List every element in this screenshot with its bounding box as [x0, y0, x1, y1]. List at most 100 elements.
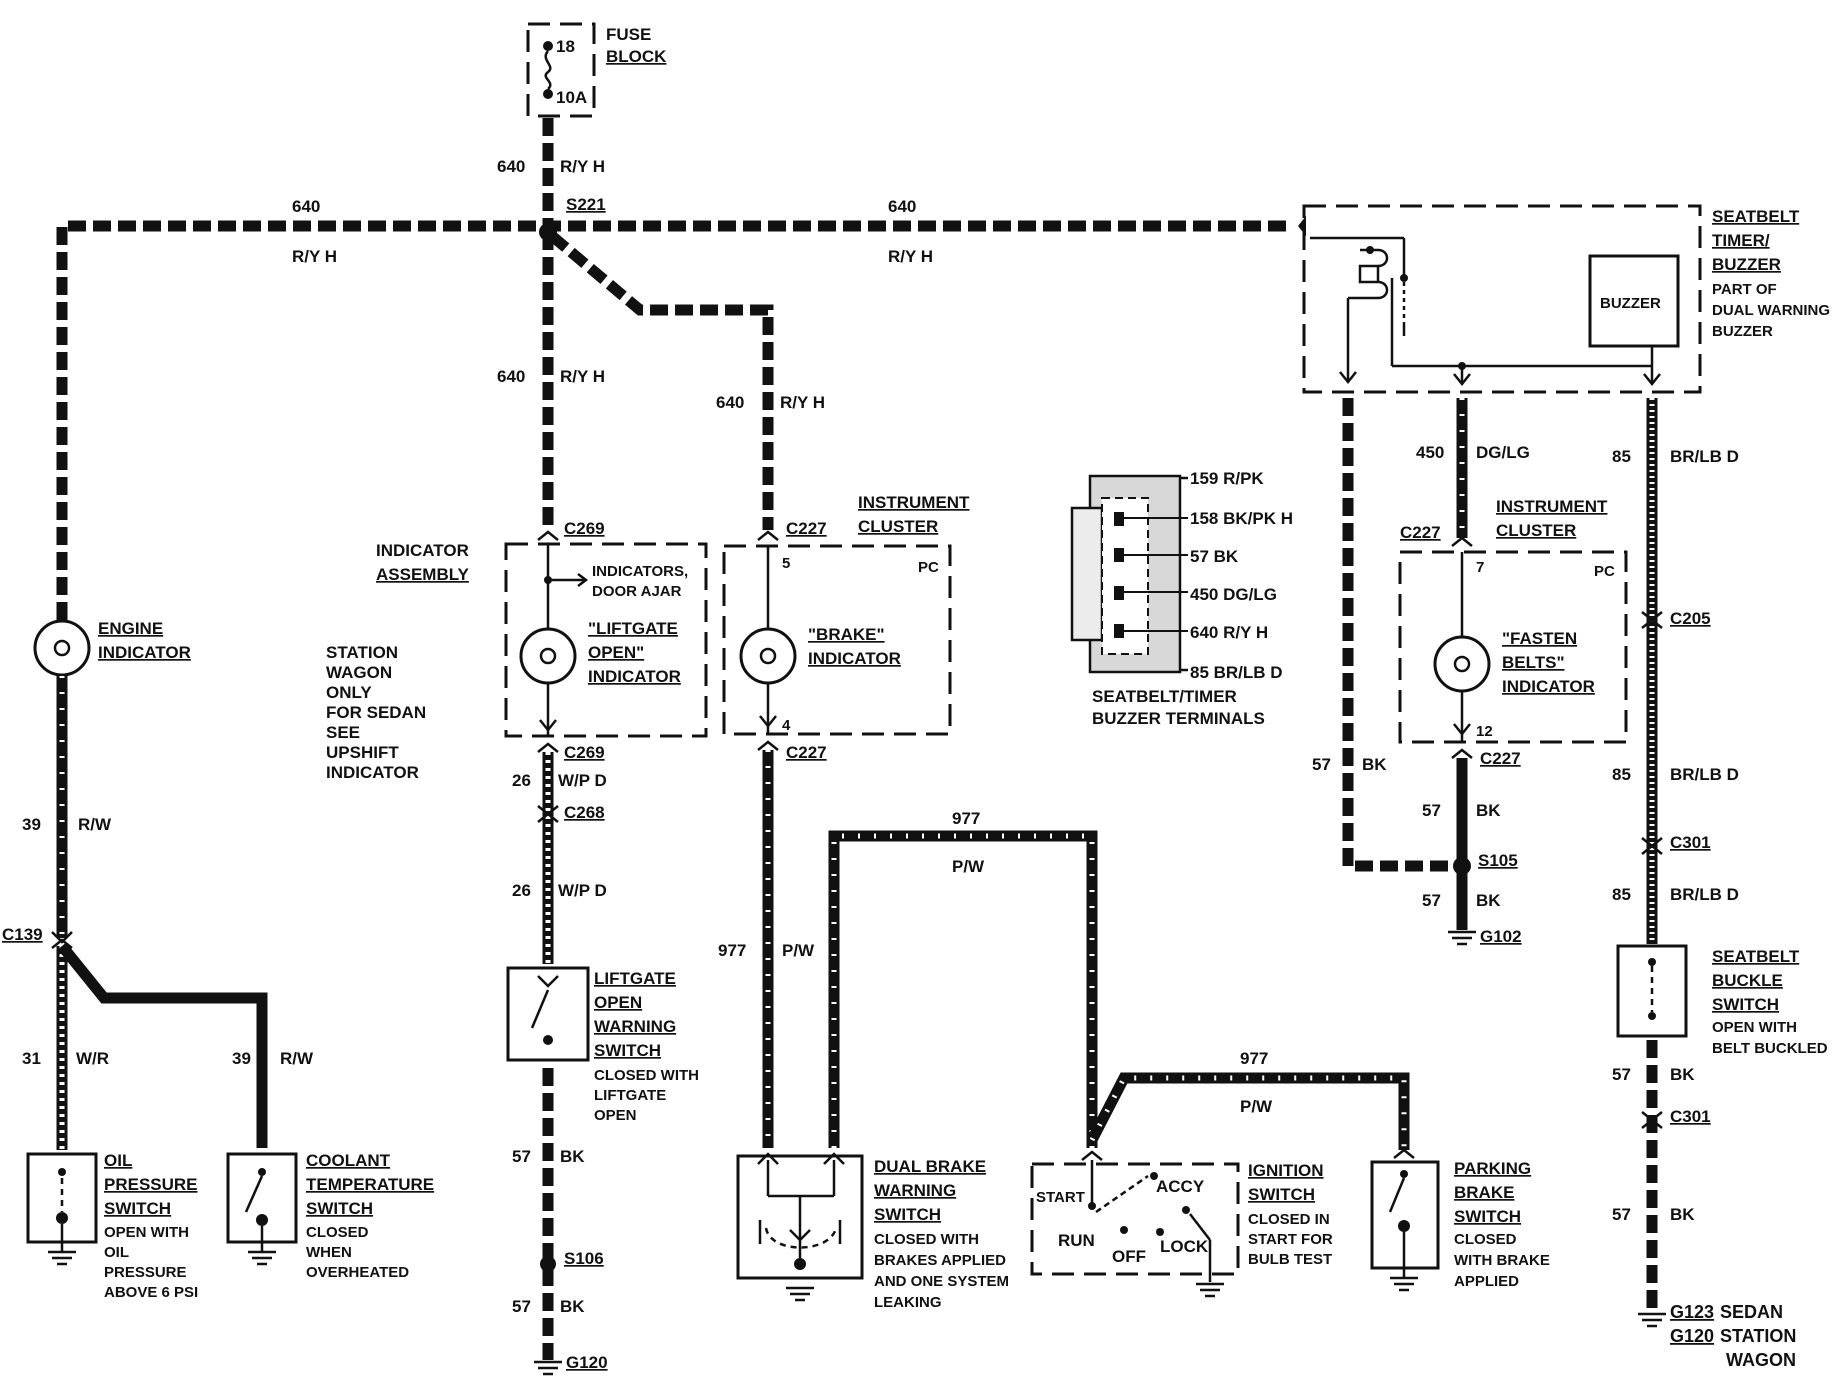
liftgate-sw-note: CLOSED WITH — [594, 1067, 699, 1084]
buckle-label: SEATBELT — [1712, 947, 1800, 966]
connector-c301: C301 — [1670, 1107, 1711, 1126]
parking-label-2: BRAKE — [1454, 1183, 1514, 1202]
wire-number: 640 — [497, 367, 525, 386]
wire-number: 57 — [1422, 891, 1441, 910]
pin-4: 4 — [782, 717, 791, 734]
wire-color: P/W — [1240, 1097, 1273, 1116]
timer-note: PART OF — [1712, 281, 1777, 298]
fasten-label: "FASTEN — [1502, 629, 1577, 648]
instrument-cluster-fasten: INSTRUMENT CLUSTER C227 7 PC 12 "FASTEN … — [1398, 497, 1628, 768]
wire-640-brake: 640 R/Y H — [548, 231, 825, 530]
wire-number: 39 — [232, 1049, 251, 1068]
wire-number: 640 — [716, 393, 744, 412]
wire-number: 31 — [22, 1049, 41, 1068]
connector-c268: C268 — [564, 803, 605, 822]
liftgate-sw-note-2: LIFTGATE — [594, 1087, 666, 1104]
oil-note-2: OIL — [104, 1244, 129, 1261]
ground-wagon: WAGON — [1726, 1350, 1796, 1370]
wire-color: R/Y H — [888, 247, 933, 266]
liftgate-sw-label-4: SWITCH — [594, 1041, 661, 1060]
dual-brake-note-3: AND ONE SYSTEM — [874, 1273, 1009, 1290]
coolant-label-2: TEMPERATURE — [306, 1175, 434, 1194]
wire-color: BK — [560, 1147, 585, 1166]
wire-57-fasten: 57 BK S105 57 BK G102 — [1422, 758, 1522, 946]
wire-number: 26 — [512, 771, 531, 790]
dual-brake-label: DUAL BRAKE — [874, 1157, 986, 1176]
wire-color: BK — [1362, 755, 1387, 774]
buckle-label-3: SWITCH — [1712, 995, 1779, 1014]
oil-label-2: PRESSURE — [104, 1175, 198, 1194]
wire-number: 977 — [952, 809, 980, 828]
coolant-label: COOLANT — [306, 1151, 391, 1170]
wire-color: R/Y H — [560, 157, 605, 176]
terminal-label: 57 BK — [1190, 547, 1239, 566]
pin-5: 5 — [782, 555, 790, 572]
pin-12: 12 — [1476, 723, 1493, 740]
wire-number: 57 — [1312, 755, 1331, 774]
connector-c269-top: C269 — [564, 519, 605, 538]
dual-brake-label-3: SWITCH — [874, 1205, 941, 1224]
svg-text:SEE: SEE — [326, 723, 360, 742]
svg-text:INDICATOR: INDICATOR — [326, 763, 419, 782]
wire-color: R/W — [78, 815, 112, 834]
oil-note-4: ABOVE 6 PSI — [104, 1284, 198, 1301]
wire-color: P/W — [952, 857, 985, 876]
ground-g120: G120 — [1670, 1326, 1714, 1346]
oil-note-3: PRESSURE — [104, 1264, 187, 1281]
connector-c205: C205 — [1670, 609, 1711, 628]
wire-977-brake: 977 P/W 977 P/W 977 P/W — [718, 750, 1410, 1150]
door-ajar-label-2: DOOR AJAR — [592, 583, 682, 600]
wire-640-indicator: 640 R/Y H — [497, 232, 605, 530]
wire-number: 640 — [497, 157, 525, 176]
terminal-label: 158 BK/PK H — [1190, 509, 1293, 528]
buzzer-label: BUZZER — [1600, 295, 1661, 312]
fuse-title: FUSE — [606, 25, 651, 44]
liftgate-sw-label: LIFTGATE — [594, 969, 676, 988]
cluster-label: INSTRUMENT — [1496, 497, 1608, 516]
pin-7: 7 — [1476, 559, 1484, 576]
connector-c227: C227 — [786, 519, 827, 538]
ground-g102: G102 — [1480, 927, 1522, 946]
parking-note-2: WITH BRAKE — [1454, 1252, 1550, 1269]
buckle-label-2: BUCKLE — [1712, 971, 1783, 990]
position-lock: LOCK — [1160, 1237, 1209, 1256]
wire-color: BR/LB D — [1670, 447, 1739, 466]
ground-g120: G120 — [566, 1353, 608, 1372]
wire-57-liftgate-ground: 57 BK S106 57 BK G120 — [512, 1068, 608, 1376]
wire-color: BR/LB D — [1670, 885, 1739, 904]
buckle-note-2: BELT BUCKLED — [1712, 1040, 1828, 1057]
wire-39-coolant: 39 R/W — [57, 942, 314, 1148]
parking-note-3: APPLIED — [1454, 1273, 1519, 1290]
assembly-label: INDICATOR — [376, 541, 469, 560]
wire-color: P/W — [782, 941, 815, 960]
wire-450: 450 DG/LG — [1416, 398, 1530, 538]
wire-57-buckle: 57 BK C301 57 BK G123 SEDAN G120 STATION… — [1612, 1040, 1796, 1370]
wire-number: 450 — [1416, 443, 1444, 462]
dual-brake-note-4: LEAKING — [874, 1294, 942, 1311]
svg-text:STATION: STATION — [326, 643, 398, 662]
wire-number: 977 — [718, 941, 746, 960]
engine-indicator: ENGINE INDICATOR — [33, 619, 191, 677]
wire-39-engine: 39 R/W — [22, 676, 112, 938]
ignition-label: IGNITION — [1248, 1161, 1324, 1180]
splice-s106: S106 — [564, 1249, 604, 1268]
fuse-rating: 10A — [556, 88, 587, 107]
fasten-label-2: BELTS" — [1502, 653, 1565, 672]
oil-label: OIL — [104, 1151, 132, 1170]
position-accy: ACCY — [1156, 1177, 1205, 1196]
ignition-label-2: SWITCH — [1248, 1185, 1315, 1204]
ground-g123: G123 — [1670, 1302, 1714, 1322]
pc-label: PC — [1594, 563, 1615, 580]
wire-number: 640 — [888, 197, 916, 216]
liftgate-sw-label-2: OPEN — [594, 993, 642, 1012]
seatbelt-timer-buzzer: BUZZER SEATBELT TIMER/ BUZZER PART OF DU… — [1298, 204, 1830, 394]
connector-c227: C227 — [1400, 523, 1441, 542]
terminal-label: 85 BR/LB D — [1190, 663, 1283, 682]
brake-indicator-label: "BRAKE" — [808, 625, 885, 644]
wire-640-feed: 640 R/Y H — [497, 118, 605, 232]
wire-color: BK — [1476, 891, 1501, 910]
wire-number: 57 — [1612, 1205, 1631, 1224]
position-off: OFF — [1112, 1247, 1146, 1266]
wire-number: 85 — [1612, 885, 1631, 904]
